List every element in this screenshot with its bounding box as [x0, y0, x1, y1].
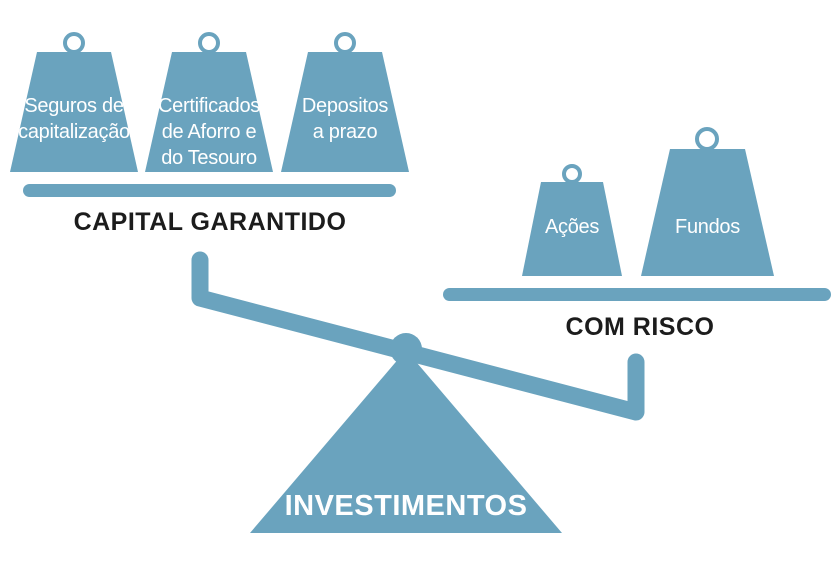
- weight-fundos: [641, 127, 774, 276]
- weight-label-depositos: Depositos a prazo: [301, 95, 389, 143]
- fulcrum-base: [250, 350, 562, 533]
- weight-label-fundos: Fundos: [675, 216, 740, 238]
- pivot: [390, 333, 422, 365]
- weight-acoes: [522, 164, 622, 276]
- weight-label-seguros: Seguros de capitalização: [18, 95, 130, 143]
- right-group-label: COM RISCO: [565, 313, 715, 341]
- weight-label-certificados: Certificados de Aforro e do Tesouro: [158, 95, 260, 169]
- weight-certificados: [145, 32, 273, 172]
- right-platform: [443, 288, 831, 301]
- base-label: INVESTIMENTOS: [284, 490, 528, 522]
- weight-label-acoes: Ações: [544, 216, 600, 238]
- weight-depositos: [281, 32, 409, 172]
- weight-seguros: [10, 32, 138, 172]
- left-platform: [23, 184, 396, 197]
- left-group-label: CAPITAL GARANTIDO: [73, 208, 347, 236]
